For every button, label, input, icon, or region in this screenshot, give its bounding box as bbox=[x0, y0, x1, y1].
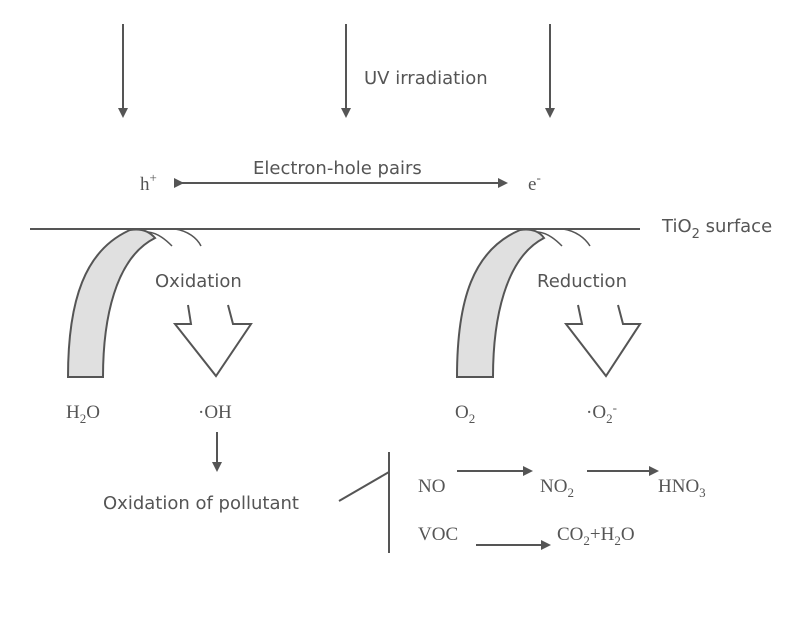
hole-label: h+ bbox=[140, 170, 157, 195]
voc-label: VOC bbox=[418, 524, 458, 545]
oxidation-arc-2 bbox=[174, 228, 202, 247]
uv-irradiation-label: UV irradiation bbox=[364, 68, 488, 89]
reduction-arc-2 bbox=[562, 228, 591, 247]
oxidation-hollow-arrow bbox=[172, 304, 253, 378]
electron-label: e- bbox=[528, 170, 541, 195]
no-label: NO bbox=[418, 476, 445, 497]
reduction-band bbox=[455, 228, 546, 378]
oxidation-band bbox=[66, 228, 157, 378]
tio2-surface-label: TiO2 surface bbox=[661, 216, 772, 242]
reduction-hollow-arrow bbox=[563, 304, 642, 378]
oxidation-arc-1 bbox=[147, 231, 173, 247]
reduction-label: Reduction bbox=[537, 271, 627, 292]
electron-hole-label: Electron-hole pairs bbox=[253, 158, 422, 179]
superoxide-label: ·O2- bbox=[586, 400, 617, 426]
oxidation-label: Oxidation bbox=[155, 271, 242, 292]
water-label: H2O bbox=[66, 402, 100, 426]
pollutant-oxidation-label: Oxidation of pollutant bbox=[103, 493, 299, 514]
hydroxyl-label: ·OH bbox=[198, 402, 232, 423]
reduction-arc-1 bbox=[537, 231, 563, 247]
oxygen-label: O2 bbox=[455, 402, 475, 426]
voc-products-label: CO2+H2O bbox=[557, 524, 635, 548]
no2-label: NO2 bbox=[540, 476, 574, 500]
bracket-diagonal bbox=[338, 471, 390, 502]
hno3-label: HNO3 bbox=[658, 476, 706, 500]
